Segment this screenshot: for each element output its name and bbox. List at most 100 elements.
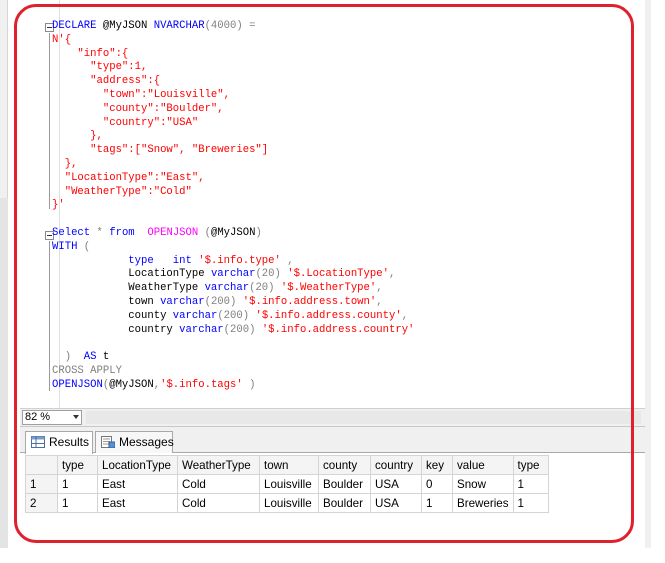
code-token: @MyJSON	[102, 20, 154, 32]
zoom-dropdown[interactable]: 82 %	[22, 410, 82, 425]
collapse-toggle-select[interactable]	[45, 231, 54, 240]
code-line[interactable]: CROSS APPLY	[52, 365, 414, 379]
column-header-value[interactable]: value	[452, 455, 514, 475]
code-token: }'	[52, 199, 65, 212]
cell-county[interactable]: Boulder	[318, 474, 371, 494]
code-token: town	[52, 295, 161, 308]
code-line[interactable]	[52, 213, 414, 227]
cell-value[interactable]: Snow	[452, 474, 514, 494]
vertical-scrollbar[interactable]	[645, 0, 651, 548]
code-token: '$.info.address.county'	[255, 309, 402, 322]
cell-value[interactable]: Breweries	[452, 493, 514, 513]
code-token: varchar	[204, 282, 250, 295]
column-header-key[interactable]: key	[421, 455, 453, 475]
cell-locationtype[interactable]: East	[97, 474, 178, 494]
code-line[interactable]: country varchar(200) '$.info.address.cou…	[52, 324, 414, 338]
collapse-toggle-declare[interactable]	[45, 23, 54, 32]
code-line[interactable]: "info":{	[52, 48, 414, 62]
messages-icon	[101, 436, 115, 448]
tab-results[interactable]: Results	[25, 431, 93, 454]
code-token: type	[52, 254, 173, 267]
code-token: "address":{	[52, 75, 161, 88]
row-number[interactable]: 1	[25, 474, 58, 494]
zoom-value: 82 %	[25, 411, 51, 423]
code-line[interactable]: type int '$.info.type' ,	[52, 255, 414, 269]
code-token: (	[204, 226, 211, 239]
cell-key[interactable]: 1	[421, 493, 453, 513]
code-token: "tags":["Snow", "Breweries"]	[52, 144, 269, 157]
cell-type[interactable]: 1	[57, 474, 98, 494]
cell-town[interactable]: Louisville	[259, 493, 319, 513]
sql-code[interactable]: DECLARE @MyJSON NVARCHAR(4000) =N'{ "inf…	[52, 20, 414, 393]
column-header-country[interactable]: country	[370, 455, 422, 475]
code-token: OPENJSON	[147, 226, 205, 239]
column-header-type-2[interactable]: type	[512, 455, 549, 475]
code-token: varchar	[179, 323, 224, 336]
zoom-bar: 82 %	[20, 408, 645, 426]
code-token: "country":"USA"	[52, 116, 199, 129]
column-header-town[interactable]: town	[259, 455, 319, 475]
code-token: (200)	[204, 295, 243, 308]
cell-type-2[interactable]: 1	[512, 493, 549, 513]
code-token: ,	[376, 282, 383, 295]
code-token: *	[96, 226, 110, 239]
code-line[interactable]: "WeatherType":"Cold"	[52, 186, 414, 200]
code-token: t	[102, 351, 110, 364]
code-line[interactable]: }'	[52, 199, 414, 213]
left-dock-shade	[0, 198, 8, 548]
code-token: '$.info.type'	[198, 254, 281, 267]
cell-type[interactable]: 1	[57, 493, 98, 513]
row-number[interactable]: 2	[25, 493, 58, 513]
table-row[interactable]: 1 1 East Cold Louisville Boulder USA 0 S…	[25, 474, 549, 494]
code-line[interactable]: "town":"Louisville",	[52, 89, 414, 103]
code-line[interactable]: "LocationType":"East",	[52, 172, 414, 186]
code-line[interactable]: "country":"USA"	[52, 117, 414, 131]
cell-town[interactable]: Louisville	[259, 474, 319, 494]
code-token: ,	[280, 254, 294, 267]
code-line[interactable]	[52, 337, 414, 351]
cell-country[interactable]: USA	[370, 474, 422, 494]
results-grid[interactable]: type LocationType WeatherType town count…	[25, 455, 549, 513]
column-header-weathertype[interactable]: WeatherType	[177, 455, 260, 475]
code-token: NVARCHAR	[153, 20, 205, 32]
code-line[interactable]: "address":{	[52, 75, 414, 89]
code-line[interactable]: "tags":["Snow", "Breweries"]	[52, 144, 414, 158]
column-header-type[interactable]: type	[57, 455, 98, 475]
code-line[interactable]: DECLARE @MyJSON NVARCHAR(4000) =	[52, 20, 414, 34]
code-line[interactable]: LocationType varchar(20) '$.LocationType…	[52, 268, 414, 282]
query-editor[interactable]: DECLARE @MyJSON NVARCHAR(4000) =N'{ "inf…	[20, 0, 645, 408]
cell-weathertype[interactable]: Cold	[177, 493, 260, 513]
code-line[interactable]: OPENJSON(@MyJSON,'$.info.tags' )	[52, 379, 414, 393]
code-line[interactable]: county varchar(200) '$.info.address.coun…	[52, 310, 414, 324]
code-token: )	[255, 226, 262, 239]
row-number-header[interactable]	[25, 455, 58, 475]
code-line[interactable]: },	[52, 130, 414, 144]
code-token: N'{	[52, 33, 72, 46]
column-header-county[interactable]: county	[318, 455, 371, 475]
code-line[interactable]: WeatherType varchar(20) '$.WeatherType',	[52, 282, 414, 296]
code-token: AS	[83, 351, 103, 364]
grid-icon	[31, 436, 45, 448]
cell-weathertype[interactable]: Cold	[177, 474, 260, 494]
cell-country[interactable]: USA	[370, 493, 422, 513]
cell-type-2[interactable]: 1	[512, 474, 549, 494]
cell-locationtype[interactable]: East	[97, 493, 178, 513]
code-token: '$.LocationType'	[287, 268, 389, 281]
code-line[interactable]: ) AS t	[52, 351, 414, 365]
code-token: OPENJSON	[52, 378, 103, 391]
code-token: "LocationType":"East",	[52, 171, 205, 184]
code-line[interactable]: Select * from OPENJSON (@MyJSON)	[52, 227, 414, 241]
code-token: varchar	[210, 268, 256, 281]
horizontal-scrollbar[interactable]	[86, 411, 641, 424]
code-line[interactable]: N'{	[52, 34, 414, 48]
code-line[interactable]: WITH (	[52, 241, 414, 255]
table-row[interactable]: 2 1 East Cold Louisville Boulder USA 1 B…	[25, 493, 549, 513]
code-line[interactable]: },	[52, 158, 414, 172]
column-header-locationtype[interactable]: LocationType	[97, 455, 178, 475]
code-line[interactable]: "county":"Boulder",	[52, 103, 414, 117]
cell-county[interactable]: Boulder	[318, 493, 371, 513]
code-line[interactable]: town varchar(200) '$.info.address.town',	[52, 296, 414, 310]
code-line[interactable]: "type":1,	[52, 61, 414, 75]
cell-key[interactable]: 0	[421, 474, 453, 494]
tab-messages[interactable]: Messages	[95, 431, 174, 453]
